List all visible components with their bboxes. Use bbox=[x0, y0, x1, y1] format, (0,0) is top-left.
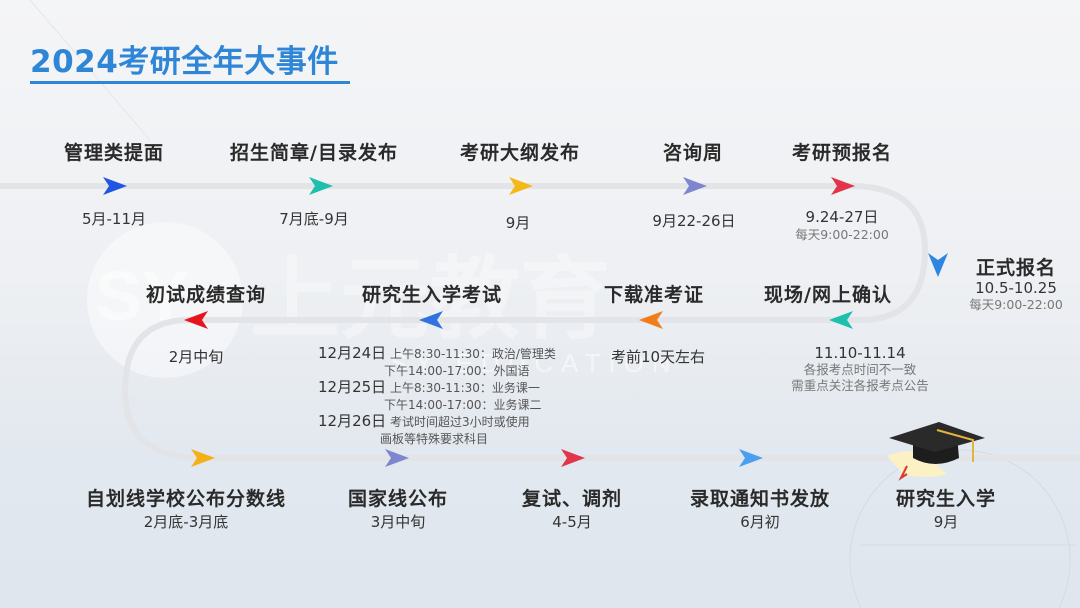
event-label: 研究生入学考试 bbox=[361, 284, 503, 306]
event-official-registration: 正式报名 10.5-10.25 每天9:00-22:00 bbox=[969, 253, 1063, 313]
event-pre-registration: 考研预报名 bbox=[792, 138, 892, 165]
event-date: 3月中旬 bbox=[370, 513, 426, 531]
chevron-right-icon bbox=[683, 177, 707, 195]
event-management-interview: 管理类提面 bbox=[64, 138, 164, 165]
event-date: 7月底-9月 bbox=[279, 210, 349, 228]
chevron-left-icon bbox=[829, 311, 853, 329]
event-date: 9.24-27日 bbox=[805, 208, 879, 226]
chevron-right-icon bbox=[103, 177, 127, 195]
event-label: 下载准考证 bbox=[603, 284, 705, 306]
event-entrance-exam: 研究生入学考试 bbox=[362, 280, 502, 307]
event-date-wrap: 9月 bbox=[506, 212, 531, 233]
event-label: 考研预报名 bbox=[791, 142, 893, 164]
event-date-wrap: 7月底-9月 bbox=[279, 208, 349, 229]
exam-schedule: 12月24日 上午8:30-11:30：政治/管理类 下午14:00-17:00… bbox=[318, 345, 556, 447]
event-admission-ticket: 下载准考证 bbox=[604, 280, 704, 307]
event-date: 9月22-26日 bbox=[652, 212, 736, 230]
chevron-right-icon bbox=[191, 449, 215, 467]
event-label: 正式报名 bbox=[975, 257, 1057, 279]
event-label: 现场/网上确认 bbox=[764, 284, 892, 306]
chevron-right-icon bbox=[385, 449, 409, 467]
event-date-wrap: 11.10-11.14 各报考点时间不一致 需重点关注各报考点公告 bbox=[791, 344, 929, 394]
event-confirmation: 现场/网上确认 bbox=[764, 280, 892, 307]
event-admission-letter: 录取通知书发放 6月初 bbox=[690, 484, 830, 532]
exam-day-2: 12月25日 上午8:30-11:30：业务课一 bbox=[318, 378, 540, 396]
event-date-wrap: 9.24-27日 每天9:00-22:00 bbox=[795, 206, 889, 243]
event-note: 每天9:00-22:00 bbox=[969, 297, 1063, 312]
event-label: 录取通知书发放 bbox=[689, 488, 831, 510]
event-date: 2月中旬 bbox=[168, 348, 224, 366]
exam-day-1-pm: 下午14:00-17:00：外国语 bbox=[384, 363, 530, 378]
event-note: 各报考点时间不一致 bbox=[803, 362, 917, 377]
event-note: 需重点关注各报考点公告 bbox=[791, 378, 929, 393]
chevron-right-icon bbox=[831, 177, 855, 195]
event-date-wrap: 考前10天左右 bbox=[611, 346, 705, 367]
event-self-line-schools: 自划线学校公布分数线 2月底-3月底 bbox=[86, 484, 286, 532]
event-date: 9月 bbox=[505, 214, 531, 232]
event-label: 招生简章/目录发布 bbox=[230, 142, 398, 164]
event-label: 复试、调剂 bbox=[521, 488, 623, 510]
event-score-query: 初试成绩查询 bbox=[146, 280, 266, 307]
event-note: 每天9:00-22:00 bbox=[795, 227, 889, 242]
chevron-down-icon bbox=[928, 253, 948, 277]
event-date: 4-5月 bbox=[552, 513, 592, 531]
exam-day-1: 12月24日 上午8:30-11:30：政治/管理类 bbox=[318, 344, 556, 362]
event-label: 初试成绩查询 bbox=[145, 284, 267, 306]
event-admission-brochure: 招生简章/目录发布 bbox=[230, 138, 398, 165]
event-date: 5月-11月 bbox=[81, 210, 147, 228]
event-date: 考前10天左右 bbox=[610, 348, 706, 366]
event-date: 11.10-11.14 bbox=[814, 344, 906, 362]
event-date-wrap: 9月22-26日 bbox=[652, 210, 735, 231]
exam-day-3-note: 画板等特殊要求科目 bbox=[380, 431, 489, 446]
chevron-left-icon bbox=[419, 311, 443, 329]
exam-day-2-pm: 下午14:00-17:00：业务课二 bbox=[384, 397, 542, 412]
chevron-right-icon bbox=[509, 177, 533, 195]
chevron-right-icon bbox=[739, 449, 763, 467]
event-date-wrap: 5月-11月 bbox=[82, 208, 146, 229]
event-enrollment: 研究生入学 9月 bbox=[896, 484, 996, 532]
event-label: 管理类提面 bbox=[63, 142, 165, 164]
event-label: 咨询周 bbox=[662, 142, 724, 164]
title-underline bbox=[30, 81, 350, 84]
event-date: 6月初 bbox=[740, 513, 780, 531]
page-title: 2024考研全年大事件 bbox=[30, 44, 339, 80]
chevron-left-icon bbox=[639, 311, 663, 329]
event-syllabus-release: 考研大纲发布 bbox=[460, 138, 580, 165]
event-date: 9月 bbox=[933, 513, 959, 531]
exam-day-3: 12月26日 考试时间超过3小时或使用 bbox=[318, 412, 530, 430]
event-label: 国家线公布 bbox=[347, 488, 449, 510]
chevron-right-icon bbox=[561, 449, 585, 467]
event-date: 2月底-3月底 bbox=[143, 513, 229, 531]
event-date-wrap: 2月中旬 bbox=[169, 346, 224, 367]
event-consultation-week: 咨询周 bbox=[663, 138, 723, 165]
event-label: 自划线学校公布分数线 bbox=[85, 488, 287, 510]
chevron-left-icon bbox=[184, 311, 208, 329]
graduation-cap-icon bbox=[887, 422, 985, 481]
event-national-line: 国家线公布 3月中旬 bbox=[348, 484, 448, 532]
event-label: 研究生入学 bbox=[895, 488, 997, 510]
event-label: 考研大纲发布 bbox=[459, 142, 581, 164]
event-retest-transfer: 复试、调剂 4-5月 bbox=[522, 484, 622, 532]
chevron-right-icon bbox=[309, 177, 333, 195]
event-date: 10.5-10.25 bbox=[975, 279, 1057, 297]
